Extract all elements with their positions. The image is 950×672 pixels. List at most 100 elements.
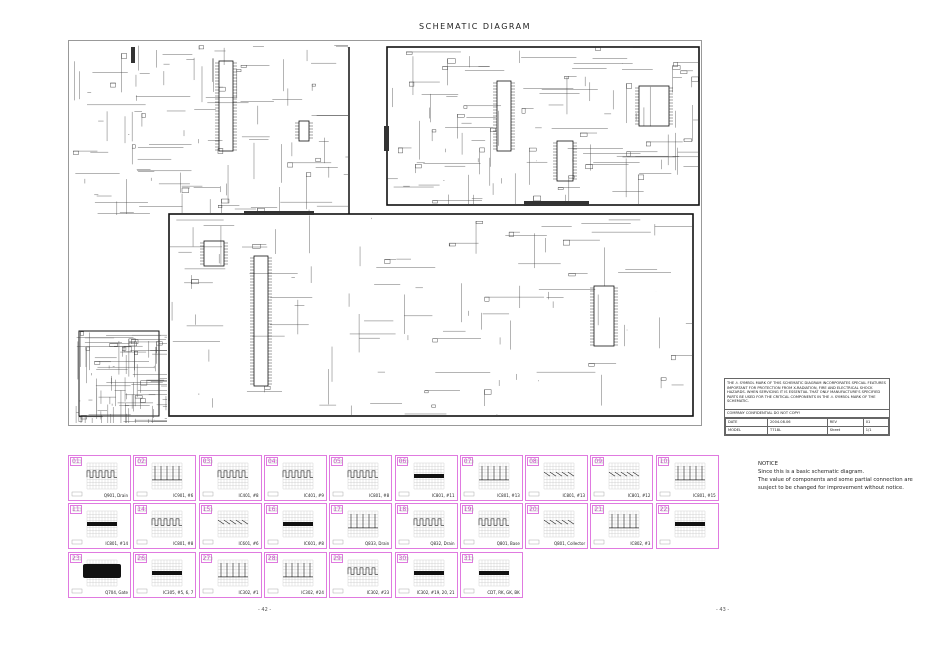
- waveform-label: CDT, RK, GK, BK: [487, 590, 520, 595]
- sheet-value: 1/1: [862, 425, 890, 435]
- oscilloscope-trace: [528, 507, 575, 545]
- safety-note: THE ⚠ SYMBOL MARK OF THIS SCHEMATIC DIAG…: [725, 379, 889, 410]
- waveform-panel: 22: [655, 503, 719, 549]
- oscilloscope-trace: [71, 459, 118, 497]
- oscilloscope-trace: [137, 556, 183, 594]
- page-number-left: - 42 -: [258, 607, 272, 613]
- notice-line: The value of components and some partial…: [758, 477, 913, 483]
- oscilloscope-trace: [332, 556, 379, 594]
- oscilloscope-trace: [267, 459, 314, 497]
- oscilloscope-trace: [463, 459, 509, 497]
- model-label: MODEL: [724, 425, 769, 435]
- oscilloscope-trace: [332, 507, 379, 545]
- schematic-diagram: [68, 40, 702, 426]
- waveform-label: IC801, #15: [693, 493, 716, 498]
- page-title: SCHEMATIC DIAGRAM: [418, 22, 532, 31]
- waveform-label: Q901, Drain: [103, 493, 128, 498]
- notice: NOTICE Since this is a basic schematic d…: [758, 460, 913, 492]
- oscilloscope-trace: [528, 459, 575, 497]
- oscilloscope-trace: [202, 459, 248, 497]
- oscilloscope-trace: [202, 556, 248, 594]
- oscilloscope-trace: [398, 459, 444, 497]
- oscilloscope-trace: [71, 507, 118, 545]
- oscilloscope-trace: [463, 556, 509, 594]
- waveform-label: IC802, #3: [630, 541, 651, 546]
- circuit-drawing: [73, 45, 700, 423]
- waveform-label: IC305, #5, 6, 7: [163, 590, 194, 595]
- oscilloscope-trace: [137, 459, 183, 497]
- oscilloscope-trace: [398, 507, 444, 545]
- notice-heading: NOTICE: [758, 461, 778, 467]
- waveform-label: IC302, #23: [366, 590, 390, 595]
- waveform-label: IC801, #14: [105, 541, 128, 546]
- waveform-label: IC801, #11: [431, 493, 455, 498]
- date-label: DATE: [724, 417, 769, 427]
- waveform-label: IC302, #24: [301, 590, 324, 595]
- waveform-label: IC601, #8: [303, 541, 324, 546]
- oscilloscope-trace: [137, 507, 183, 545]
- waveform-label: Q704, Gate: [105, 590, 128, 595]
- waveform-label: Q801, Base: [496, 541, 520, 546]
- oscilloscope-trace: [463, 507, 509, 545]
- waveform-label: Q801, Collector: [553, 541, 586, 546]
- rev-label: REV: [826, 417, 864, 427]
- sheet-label: Sheet: [826, 425, 864, 435]
- page-number-right: - 43 -: [716, 607, 730, 613]
- waveform-label: IC901, #6: [173, 493, 194, 498]
- oscilloscope-trace: [398, 556, 444, 594]
- confidential-notice: COMPANY CONFIDENTIAL DO NOT COPY!: [725, 410, 889, 418]
- title-block: THE ⚠ SYMBOL MARK OF THIS SCHEMATIC DIAG…: [724, 378, 890, 436]
- oscilloscope-trace: [267, 507, 314, 545]
- oscilloscope-trace: [332, 459, 379, 497]
- oscilloscope-trace: [659, 459, 705, 497]
- oscilloscope-trace: [594, 459, 640, 497]
- oscilloscope-trace: [267, 556, 314, 594]
- waveform-label: IC801, #13: [497, 493, 520, 498]
- waveform-label: IC302, #1: [238, 590, 259, 595]
- notice-line: Since this is a basic schematic diagram.: [758, 469, 865, 475]
- waveform-label: IC801, #12: [627, 493, 651, 498]
- waveform-label: IC401, #8: [238, 493, 259, 498]
- date-value: 2004.08.06: [767, 417, 828, 427]
- waveform-label: IC801, #13: [562, 493, 586, 498]
- waveform-label: IC601, #6: [238, 541, 259, 546]
- waveform-label: IC302, #19, 20, 21: [416, 590, 455, 595]
- waveform-label: IC801, #8: [369, 493, 390, 498]
- oscilloscope-trace: [594, 507, 640, 545]
- waveform-label: IC401, #9: [303, 493, 324, 498]
- waveform-label: IC801, #8: [173, 541, 194, 546]
- oscilloscope-trace: [71, 556, 121, 594]
- rev-value: 01: [862, 417, 890, 427]
- oscilloscope-trace: [202, 507, 248, 545]
- waveform-label: Q832, Drain: [430, 541, 455, 546]
- notice-line: susject to be changed for improvement wi…: [758, 485, 904, 491]
- model-value: T718L: [767, 425, 828, 435]
- oscilloscope-trace: [659, 507, 705, 545]
